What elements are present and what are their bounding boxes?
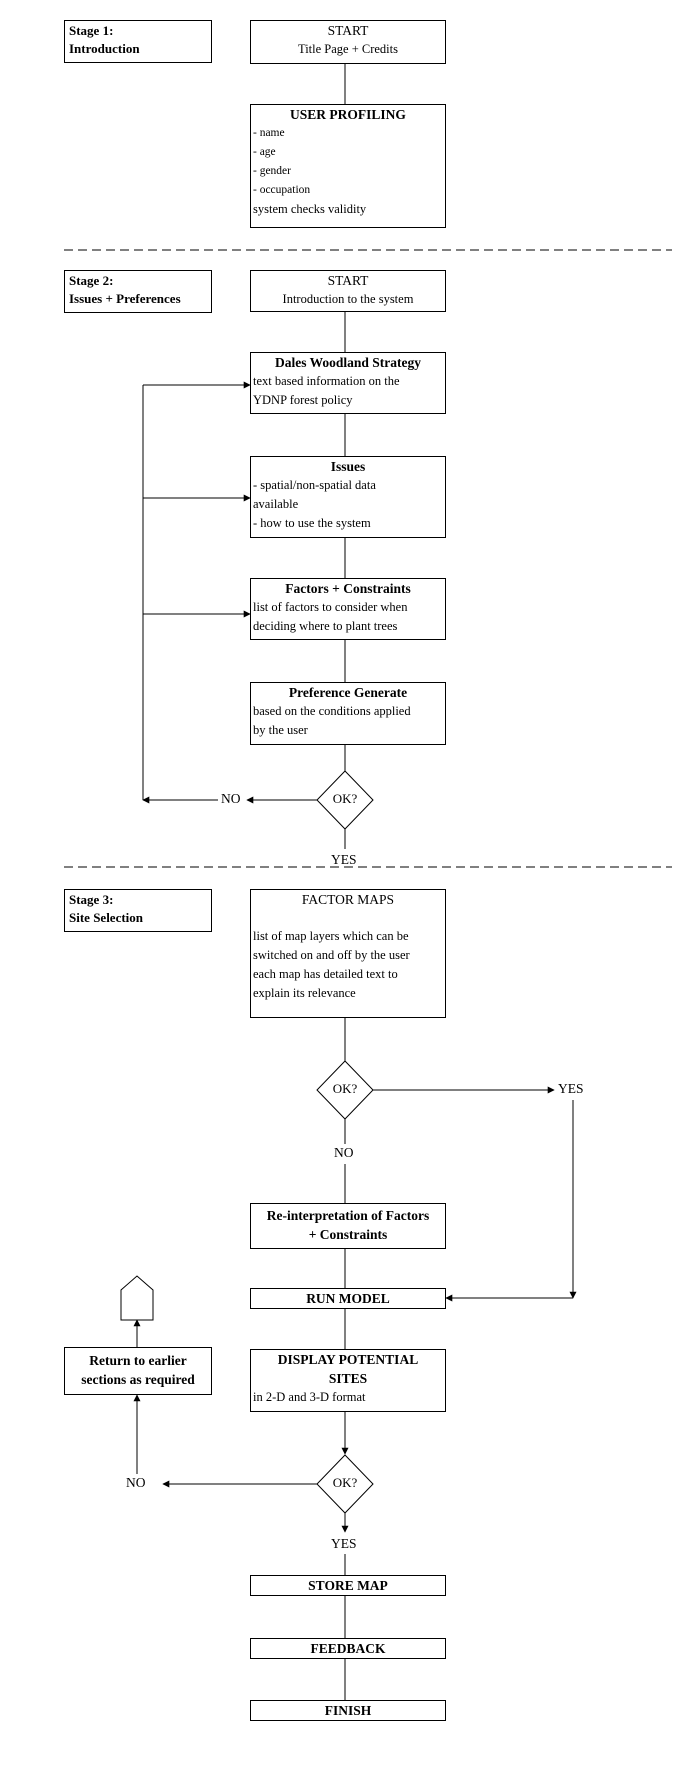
node-line: by the user (253, 723, 308, 737)
run-model-node: RUN MODEL (250, 1288, 446, 1309)
label-no-2: NO (334, 1145, 354, 1160)
node-title: USER PROFILING (290, 107, 406, 122)
node-title: STORE MAP (308, 1578, 388, 1593)
stage-2-number: Stage 2: (69, 273, 114, 288)
reinterpretation-node: Re-interpretation of Factors + Constrain… (250, 1203, 446, 1249)
node-line: switched on and off by the user (253, 948, 410, 962)
user-profiling-node: USER PROFILING - name - age - gender - o… (250, 104, 446, 228)
preference-generate-node: Preference Generate based on the conditi… (250, 682, 446, 745)
start-title-page-node: START Title Page + Credits (250, 20, 446, 64)
node-line: each map has detailed text to (253, 967, 398, 981)
factor-maps-node: FACTOR MAPS list of map layers which can… (250, 889, 446, 1018)
node-title: Preference Generate (288, 685, 408, 700)
profile-field-age: - age (253, 146, 276, 158)
node-line: explain its relevance (253, 986, 356, 1000)
profile-field-name: - name (253, 127, 285, 139)
node-line: based on the conditions applied (253, 704, 411, 718)
node-line: list of factors to consider when (253, 600, 408, 614)
decision-label-2: OK? (332, 1081, 358, 1096)
node-title-2: sections as required (81, 1372, 195, 1387)
node-title: FEEDBACK (310, 1641, 386, 1656)
stage-3-title: Site Selection (69, 910, 144, 925)
display-potential-sites-node: DISPLAY POTENTIAL SITES in 2-D and 3-D f… (250, 1349, 446, 1412)
stage-1-title: Introduction (69, 41, 140, 56)
return-earlier-sections-node: Return to earlier sections as required (64, 1347, 212, 1395)
stage-1-label: Stage 1: Introduction (64, 20, 212, 63)
node-title-2: + Constraints (308, 1227, 388, 1242)
node-line: YDNP forest policy (253, 393, 353, 407)
finish-node: FINISH (250, 1700, 446, 1721)
stage-2-title: Issues + Preferences (69, 291, 181, 306)
decision-label-1: OK? (332, 791, 358, 806)
decision-label-3: OK? (332, 1475, 358, 1490)
stage-1-number: Stage 1: (69, 23, 114, 38)
node-title: Issues (330, 459, 366, 474)
node-title: START (327, 23, 369, 38)
node-title-2: SITES (328, 1371, 368, 1386)
node-footer: system checks validity (253, 202, 367, 216)
stage-3-label: Stage 3: Site Selection (64, 889, 212, 932)
profile-field-gender: - gender (253, 165, 291, 177)
node-line: available (253, 497, 299, 511)
node-title: FACTOR MAPS (301, 892, 395, 907)
node-title: Re-interpretation of Factors (266, 1208, 430, 1223)
node-line: - how to use the system (253, 516, 371, 530)
stage-3-number: Stage 3: (69, 892, 114, 907)
label-no-3: NO (126, 1475, 146, 1490)
stage-2-label: Stage 2: Issues + Preferences (64, 270, 212, 313)
node-text: Title Page + Credits (298, 42, 398, 56)
node-title: Factors + Constraints (285, 581, 411, 596)
node-line: in 2-D and 3-D format (253, 1390, 366, 1404)
node-line: list of map layers which can be (253, 929, 409, 943)
profile-field-occupation: - occupation (253, 184, 311, 196)
label-no-1: NO (221, 791, 241, 806)
node-title: Dales Woodland Strategy (274, 355, 421, 370)
node-text: Introduction to the system (282, 292, 414, 306)
node-title: RUN MODEL (306, 1291, 390, 1306)
offpage-connector (120, 1275, 154, 1321)
node-title: START (327, 273, 369, 288)
node-line: - spatial/non-spatial data (253, 478, 376, 492)
node-title: DISPLAY POTENTIAL (277, 1352, 419, 1367)
store-map-node: STORE MAP (250, 1575, 446, 1596)
label-yes-1: YES (331, 852, 357, 867)
label-yes-3: YES (331, 1536, 357, 1551)
node-line: text based information on the (253, 374, 400, 388)
node-title: FINISH (324, 1703, 372, 1718)
issues-node: Issues - spatial/non-spatial data availa… (250, 456, 446, 538)
decision-diamond-1 (316, 770, 374, 830)
feedback-node: FEEDBACK (250, 1638, 446, 1659)
label-yes-2: YES (558, 1081, 584, 1096)
start-introduction-node: START Introduction to the system (250, 270, 446, 312)
factors-constraints-node: Factors + Constraints list of factors to… (250, 578, 446, 640)
node-title: Return to earlier (89, 1353, 187, 1368)
node-line: deciding where to plant trees (253, 619, 398, 633)
dales-woodland-strategy-node: Dales Woodland Strategy text based infor… (250, 352, 446, 414)
